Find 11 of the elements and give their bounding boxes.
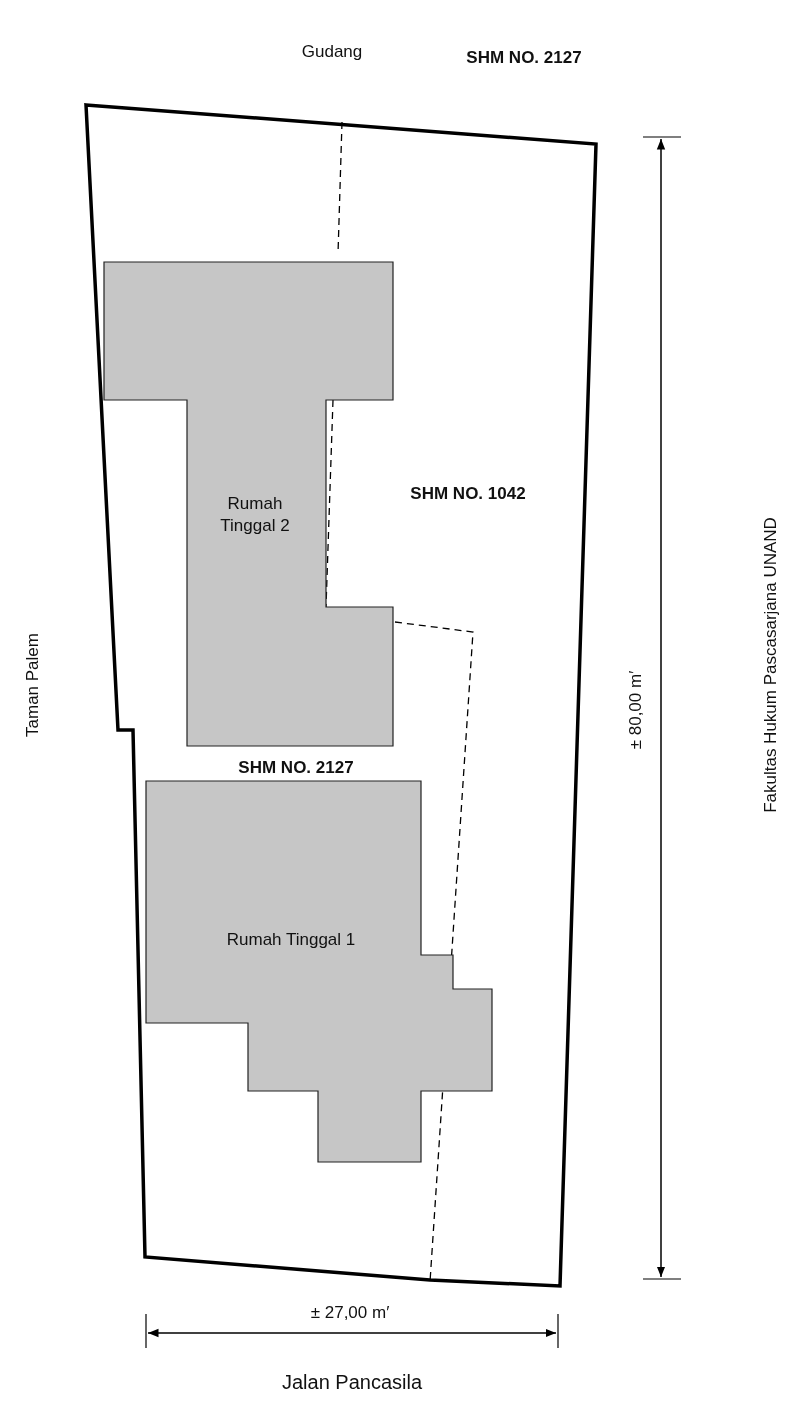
street-name: Jalan Pancasila [281,1370,423,1395]
place-name: Fakultas Hukum Pascasarjana UNAND [759,516,781,815]
parcel-number: SHM NO. 2127 [238,756,354,779]
parcel-number: SHM NO. 2127 [466,46,582,69]
building-label: Rumah Tinggal 1 [225,928,357,951]
dimension-label: ± 80,00 m′ [624,670,646,750]
dimension-label: ± 27,00 m′ [310,1301,390,1324]
parcel-number: SHM NO. 1042 [410,482,526,505]
building-label: Rumah Tinggal 2 [219,492,291,537]
place-name: Taman Palem [21,633,43,737]
place-name: Gudang [301,40,363,63]
